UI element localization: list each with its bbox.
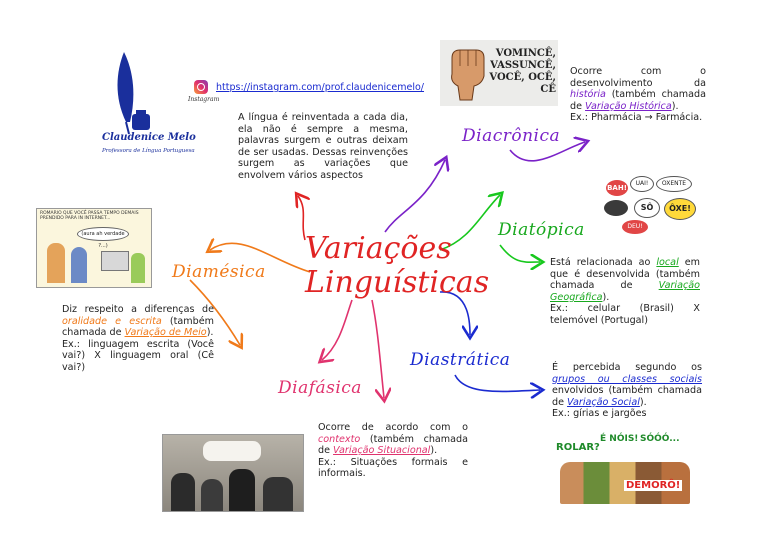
bubble-2: UAI! — [630, 176, 654, 192]
vomince-line3: VOCÊ, OCÊ, CÊ — [489, 72, 556, 95]
diacronica-text: Ocorre com o desenvolvimento da história… — [570, 66, 706, 124]
vomince-image: VOMINCÊ, VASSUNCÊ, VOCÊ, OCÊ, CÊ — [440, 40, 558, 106]
comic-person-2 — [71, 247, 87, 283]
bubble-dark-1 — [604, 200, 628, 216]
arrow-diastratica-text — [454, 374, 540, 391]
comic-word-3: SÓÓÓ... — [640, 434, 680, 444]
figure-1 — [171, 473, 195, 511]
arrow-diatopica-text — [499, 244, 540, 262]
arrow-diatopica — [439, 195, 500, 251]
logo: Claudenice Melo Professora de Língua Por… — [96, 52, 196, 160]
diatopica-bubbles-image: BAH! UAI! OXENTE ÔXE! SÔ DEU! — [600, 176, 700, 238]
diamesica-comic-image: ROMARIO QUE VOCÊ PASSA TEMPO DEMAIS PREN… — [36, 208, 152, 288]
arrow-diafasica — [322, 299, 353, 360]
main-title-line1: Variações — [305, 231, 452, 266]
quill-pen-icon — [117, 52, 150, 135]
bubble-3: OXENTE — [656, 176, 692, 192]
diatopica-text: Está relacionada ao local em que é desen… — [550, 257, 700, 326]
arrow-diamesica — [210, 243, 311, 273]
figure-4 — [263, 477, 293, 511]
figure-3 — [229, 469, 255, 511]
speech-bubble — [203, 441, 261, 461]
instagram-label: Instagram — [188, 96, 220, 103]
diastratica-comic-image: ROLAR? É NÓIS! SÓÓÓ... DEMORÔ! — [552, 428, 698, 506]
diamesica-text: Diz respeito a diferenças de oralidade e… — [62, 304, 214, 373]
branch-diastratica-label: Diastrática — [410, 350, 511, 370]
main-title-line2: Linguísticas — [305, 265, 490, 300]
diastratica-text: É percebida segundo os grupos ou classes… — [552, 362, 702, 420]
fist-icon — [451, 49, 485, 101]
branch-diamesica-label: Diamésica — [172, 262, 266, 282]
figure-2 — [201, 479, 223, 511]
diafasica-court-image — [162, 434, 304, 512]
vomince-line2: VASSUNCÊ, — [490, 60, 556, 71]
branch-diafasica-label: Diafásica — [278, 378, 362, 398]
instagram-link[interactable]: https://instagram.com/prof.claudenicemel… — [216, 82, 425, 93]
bubble-5: SÔ — [634, 198, 660, 218]
logo-subtitle: Professora de Língua Portuguesa — [102, 148, 195, 154]
comic-caption: ROMARIO QUE VOCÊ PASSA TEMPO DEMAIS PREN… — [40, 211, 139, 221]
diafasica-text: Ocorre de acordo com o contexto (também … — [318, 422, 468, 480]
bubble-4: ÔXE! — [664, 198, 696, 220]
main-title: Variações Linguísticas — [305, 231, 490, 300]
intro-text: A língua é reinventada a cada dia, ela n… — [238, 112, 408, 181]
arrow-intro — [298, 196, 305, 241]
arrow-diamesica-text — [189, 279, 240, 345]
comic-bubble: (aura ah verdade ?...) — [77, 227, 129, 249]
arrow-diafasica-text — [371, 299, 384, 398]
bubble-6: DEU! — [622, 220, 648, 234]
arrow-diacronica-text — [509, 142, 585, 162]
arrow-diastratica — [439, 291, 470, 335]
bubble-1: BAH! — [606, 180, 628, 196]
comic-word-4: DEMORÔ! — [624, 480, 683, 491]
computer-monitor — [101, 251, 129, 271]
instagram-icon — [194, 80, 208, 94]
branch-diacronica-label: Diacrônica — [462, 126, 561, 146]
comic-word-1: ROLAR? — [556, 442, 600, 453]
logo-name: Claudenice Melo — [102, 132, 196, 143]
vomince-line1: VOMINCÊ, — [495, 48, 556, 59]
comic-person-1 — [47, 243, 65, 283]
comic-person-3 — [131, 253, 145, 283]
branch-diatopica-label: Diatópica — [498, 220, 585, 240]
arrow-diacronica — [384, 160, 445, 233]
comic-word-2: É NÓIS! — [600, 434, 639, 444]
